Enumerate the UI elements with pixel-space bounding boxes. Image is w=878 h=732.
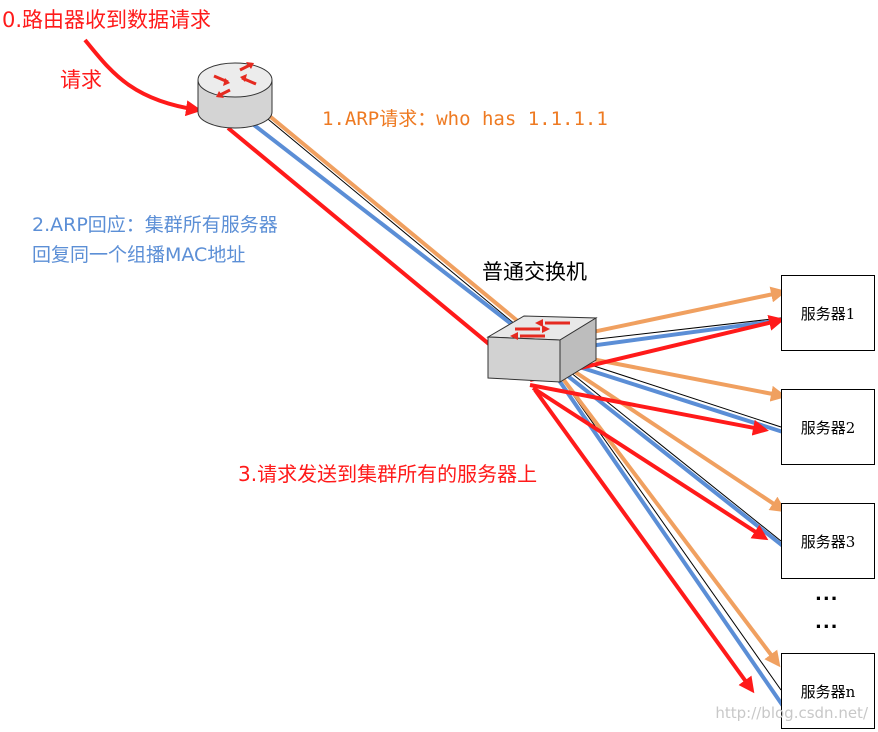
server-box-1: 服务器1	[781, 275, 875, 351]
step2-label-line1: 2.ARP回应：集群所有服务器	[32, 214, 278, 236]
ellipsis: ...	[815, 584, 839, 605]
server-box-3: 服务器3	[781, 503, 875, 579]
router-icon	[197, 62, 273, 129]
arp-request-arrows	[253, 102, 787, 668]
step3-label: 3.请求发送到集群所有的服务器上	[238, 462, 538, 486]
server-label: 服务器1	[800, 304, 856, 323]
step2-label-line2: 回复同一个组播MAC地址	[32, 244, 246, 266]
server-label: 服务器3	[800, 532, 856, 551]
watermark: http://blog.csdn.net/	[715, 704, 868, 722]
wire-lines	[244, 99, 782, 691]
arp-reply-arrows	[228, 105, 798, 708]
switch-label: 普通交换机	[482, 260, 587, 284]
step1-label: 1.ARP请求：who has 1.1.1.1	[322, 108, 608, 130]
server-label: 服务器2	[800, 418, 856, 437]
request-label: 请求	[60, 68, 102, 92]
server-box-n: 服务器n	[781, 653, 875, 729]
server-label: 服务器n	[800, 682, 856, 701]
request-forward-arrows	[226, 126, 785, 694]
switch-icon	[486, 315, 598, 383]
step0-label: 0.路由器收到数据请求	[2, 8, 212, 32]
server-box-2: 服务器2	[781, 389, 875, 465]
incoming-request-arrow	[83, 38, 202, 117]
ellipsis: ...	[815, 612, 839, 633]
